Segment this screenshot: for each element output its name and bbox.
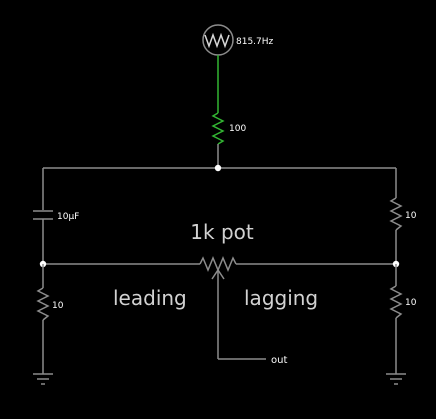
resistor-right-bottom-label: 10: [405, 298, 417, 308]
resistor-left-bottom-zigzag: [36, 287, 50, 321]
ac-source[interactable]: [202, 24, 234, 56]
resistor-100-label: 100: [229, 124, 246, 134]
resistor-right-top-label: 10: [405, 211, 417, 221]
resistor-left-bottom-label: 10: [52, 301, 64, 311]
capacitor-label: 10μF: [57, 212, 79, 222]
lagging-label: lagging: [244, 286, 318, 310]
top-junction-node: [214, 164, 222, 172]
capacitor[interactable]: [33, 210, 53, 220]
resistor-right-top[interactable]: [389, 197, 403, 231]
output-label: out: [271, 355, 287, 366]
ground-left-icon: [33, 373, 53, 385]
resistor-100[interactable]: [211, 112, 225, 145]
source-frequency-label: 815.7Hz: [236, 37, 274, 47]
resistor-right-bottom-zigzag: [389, 285, 403, 319]
resistor-right-bottom[interactable]: [389, 285, 403, 319]
leading-label: leading: [113, 286, 187, 310]
potentiometer-zigzag: [199, 256, 237, 272]
pot-label: 1k pot: [190, 220, 254, 244]
ground-right-icon: [386, 373, 406, 385]
resistor-right-top-zigzag: [389, 197, 403, 231]
resistor-left-bottom[interactable]: [36, 287, 50, 321]
resistor-100-zigzag: [211, 112, 225, 145]
sine-wave-icon: [204, 32, 230, 49]
